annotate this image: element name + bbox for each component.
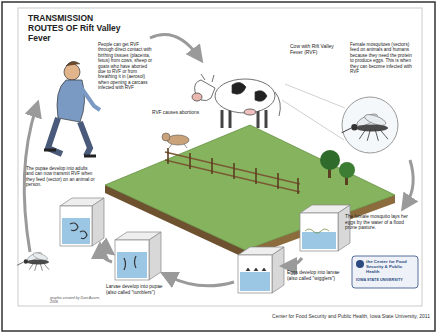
credit-note: graphic created by Dani Ausen, 2006 bbox=[50, 296, 100, 304]
callout-text: RVF causes abortions bbox=[152, 110, 200, 116]
callout-text: Larvae develop into pupae (also called "… bbox=[106, 284, 172, 295]
diagram-title: TRANSMISSION ROUTES OF Rift Valley Fever bbox=[28, 13, 124, 43]
callout-text: The female mosquito lays her eggs by the… bbox=[345, 214, 410, 231]
callout-text: Eggs develop into larvae (also called "w… bbox=[287, 270, 345, 281]
callout-text: Female mosquitoes (vectors) feed on anim… bbox=[350, 42, 416, 74]
footer-caption: Center for Food Security and Public Heal… bbox=[200, 314, 430, 320]
logo-text: IOWA STATE UNIVERSITY bbox=[356, 278, 416, 282]
callout-text: Cow with Rift Valley Fever (RVF) bbox=[290, 44, 345, 56]
logo-text: the Center for Food Security & Public He… bbox=[366, 259, 416, 275]
callout-text: People can get RVF through direct contac… bbox=[98, 42, 154, 91]
callout-text: The pupae develop into adults and can no… bbox=[26, 166, 96, 188]
